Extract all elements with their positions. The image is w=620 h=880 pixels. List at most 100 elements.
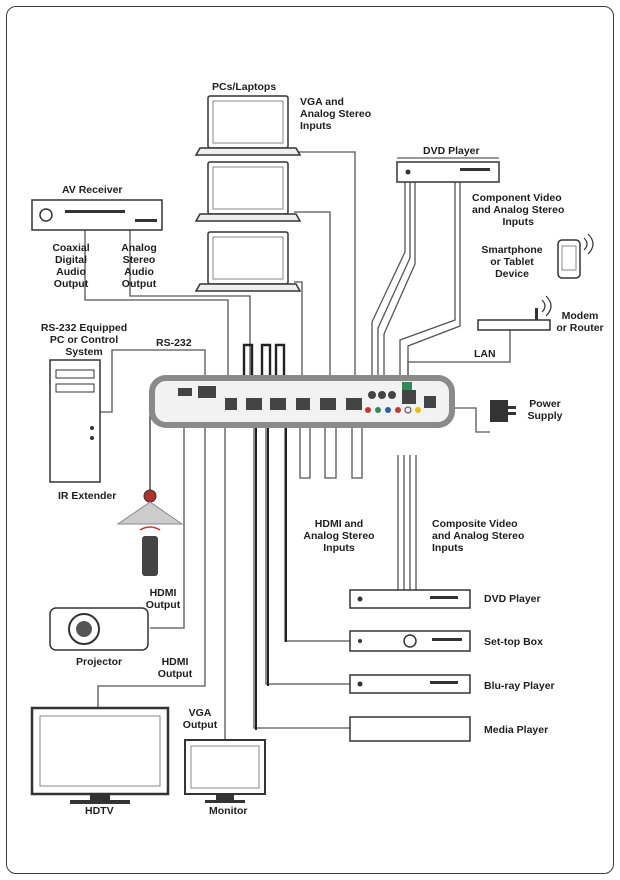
- label-line: Output: [182, 719, 218, 731]
- label-power-supply: Power Supply: [520, 398, 570, 422]
- label-projector: Projector: [76, 656, 123, 668]
- label-line: Audio: [56, 266, 86, 278]
- label-hdmi-inputs: HDMI and Analog Stereo Inputs: [296, 518, 382, 554]
- label-analog-output: Analog Stereo Audio Output: [114, 242, 164, 290]
- label-line: Device: [495, 268, 529, 280]
- label-line: System: [65, 346, 103, 358]
- cables: [84, 150, 511, 740]
- label-line: Output: [53, 278, 89, 290]
- cable-power: [440, 407, 490, 433]
- switch-ports: [178, 386, 436, 410]
- power-adapter: [490, 400, 516, 422]
- label-line: Supply: [527, 410, 563, 422]
- cable-media: [253, 425, 350, 729]
- cable-dvd-top-2: [377, 182, 411, 378]
- label-line: Component Video: [472, 192, 562, 204]
- cable-rs232: [100, 349, 206, 413]
- label-line: Output: [121, 278, 157, 290]
- label-line: or Tablet: [490, 256, 534, 268]
- label-pcs-laptops: PCs/Laptops: [212, 81, 277, 93]
- label-line: Modem: [561, 310, 599, 322]
- label-component-inputs: Component Video and Analog Stereo Inputs: [472, 192, 564, 228]
- pc-tower: [49, 359, 101, 483]
- label-line: Inputs: [432, 542, 464, 554]
- laptop-1: [194, 95, 302, 156]
- label-line: Output: [157, 668, 193, 680]
- label-line: and Analog Stereo: [432, 530, 525, 542]
- label-line: Output: [145, 599, 181, 611]
- cable-analog: [129, 230, 251, 378]
- label-composite-inputs: Composite Video and Analog Stereo Inputs: [432, 518, 524, 554]
- label-line: VGA and: [300, 96, 344, 108]
- label-coaxial-output: Coaxial Digital Audio Output: [46, 242, 96, 290]
- label-line: Analog: [121, 242, 157, 254]
- label-vga-inputs: VGA and Analog Stereo Inputs: [300, 96, 371, 132]
- cable-pc3: [294, 281, 303, 378]
- label-modem: Modem or Router: [552, 310, 608, 334]
- av-receiver: [31, 199, 163, 231]
- label-line: Coaxial: [52, 242, 90, 254]
- ir-extender: [116, 489, 184, 576]
- laptop-2: [194, 161, 302, 222]
- dvd-player-bottom: [349, 589, 471, 609]
- rca-plugs: [365, 406, 421, 414]
- cable-lan: [407, 330, 511, 378]
- hdmi-loop-c: [274, 343, 286, 378]
- label-hdmi-output-1: HDMI Output: [138, 587, 188, 611]
- label-line: Inputs: [323, 542, 355, 554]
- router: [477, 295, 552, 331]
- frame-border: [6, 6, 614, 874]
- cable-dvd-top-4: [399, 182, 456, 378]
- label-line: HDMI and: [314, 518, 364, 530]
- label-line: Analog Stereo: [303, 530, 375, 542]
- label-line: HDMI: [161, 656, 189, 668]
- label-dvd-player-bottom: DVD Player: [484, 593, 541, 605]
- cable-coax: [84, 230, 229, 378]
- label-hdmi-output-2: HDMI Output: [150, 656, 200, 680]
- label-line: Digital: [54, 254, 88, 266]
- cable-hdmi-in-3: [351, 425, 363, 479]
- label-line: RS-232 Equipped: [40, 322, 128, 334]
- label-line: HDMI: [149, 587, 177, 599]
- cable-hdmi-out-1: [150, 425, 185, 629]
- label-hdtv: HDTV: [85, 805, 114, 817]
- cable-dvd-top-1: [371, 182, 406, 378]
- label-line: and Analog Stereo: [472, 204, 565, 216]
- hdtv: [30, 706, 170, 804]
- label-line: or Router: [556, 322, 604, 334]
- label-line: Audio: [124, 266, 154, 278]
- label-ir-extender: IR Extender: [58, 490, 117, 502]
- label-dvd-player-top: DVD Player: [423, 145, 480, 157]
- label-line: Smartphone: [481, 244, 543, 256]
- smartphone: [557, 233, 594, 279]
- cable-bluray: [265, 425, 350, 685]
- cable-dvd-top-3: [383, 182, 416, 378]
- label-lan: LAN: [474, 348, 496, 360]
- settop-box: [349, 630, 471, 652]
- label-settop-box: Set-top Box: [484, 636, 543, 648]
- label-line: Power: [529, 398, 561, 410]
- cable-pc2: [294, 211, 331, 378]
- projector: [49, 607, 149, 651]
- label-av-receiver: AV Receiver: [62, 184, 123, 196]
- label-line: VGA: [188, 707, 212, 719]
- label-rs232: RS-232: [156, 337, 192, 349]
- label-rs232-pc: RS-232 Equipped PC or Control System: [24, 322, 144, 358]
- hdmi-loop-a: [242, 343, 254, 378]
- monitor: [184, 739, 266, 803]
- cable-dvd-top-5: [407, 182, 461, 378]
- matrix-switcher: [149, 375, 455, 428]
- laptop-3: [194, 231, 302, 292]
- cable-hdmi-out-2: [97, 425, 206, 708]
- media-player: [349, 716, 471, 742]
- label-line: Inputs: [502, 216, 534, 228]
- label-smartphone: Smartphone or Tablet Device: [472, 244, 552, 280]
- cable-hdmi-in-2: [324, 425, 337, 479]
- label-line: Composite Video: [432, 518, 518, 530]
- label-line: PC or Control: [49, 334, 119, 346]
- label-media-player: Media Player: [484, 724, 549, 736]
- lan-port: [402, 382, 412, 390]
- bluray-player: [349, 674, 471, 694]
